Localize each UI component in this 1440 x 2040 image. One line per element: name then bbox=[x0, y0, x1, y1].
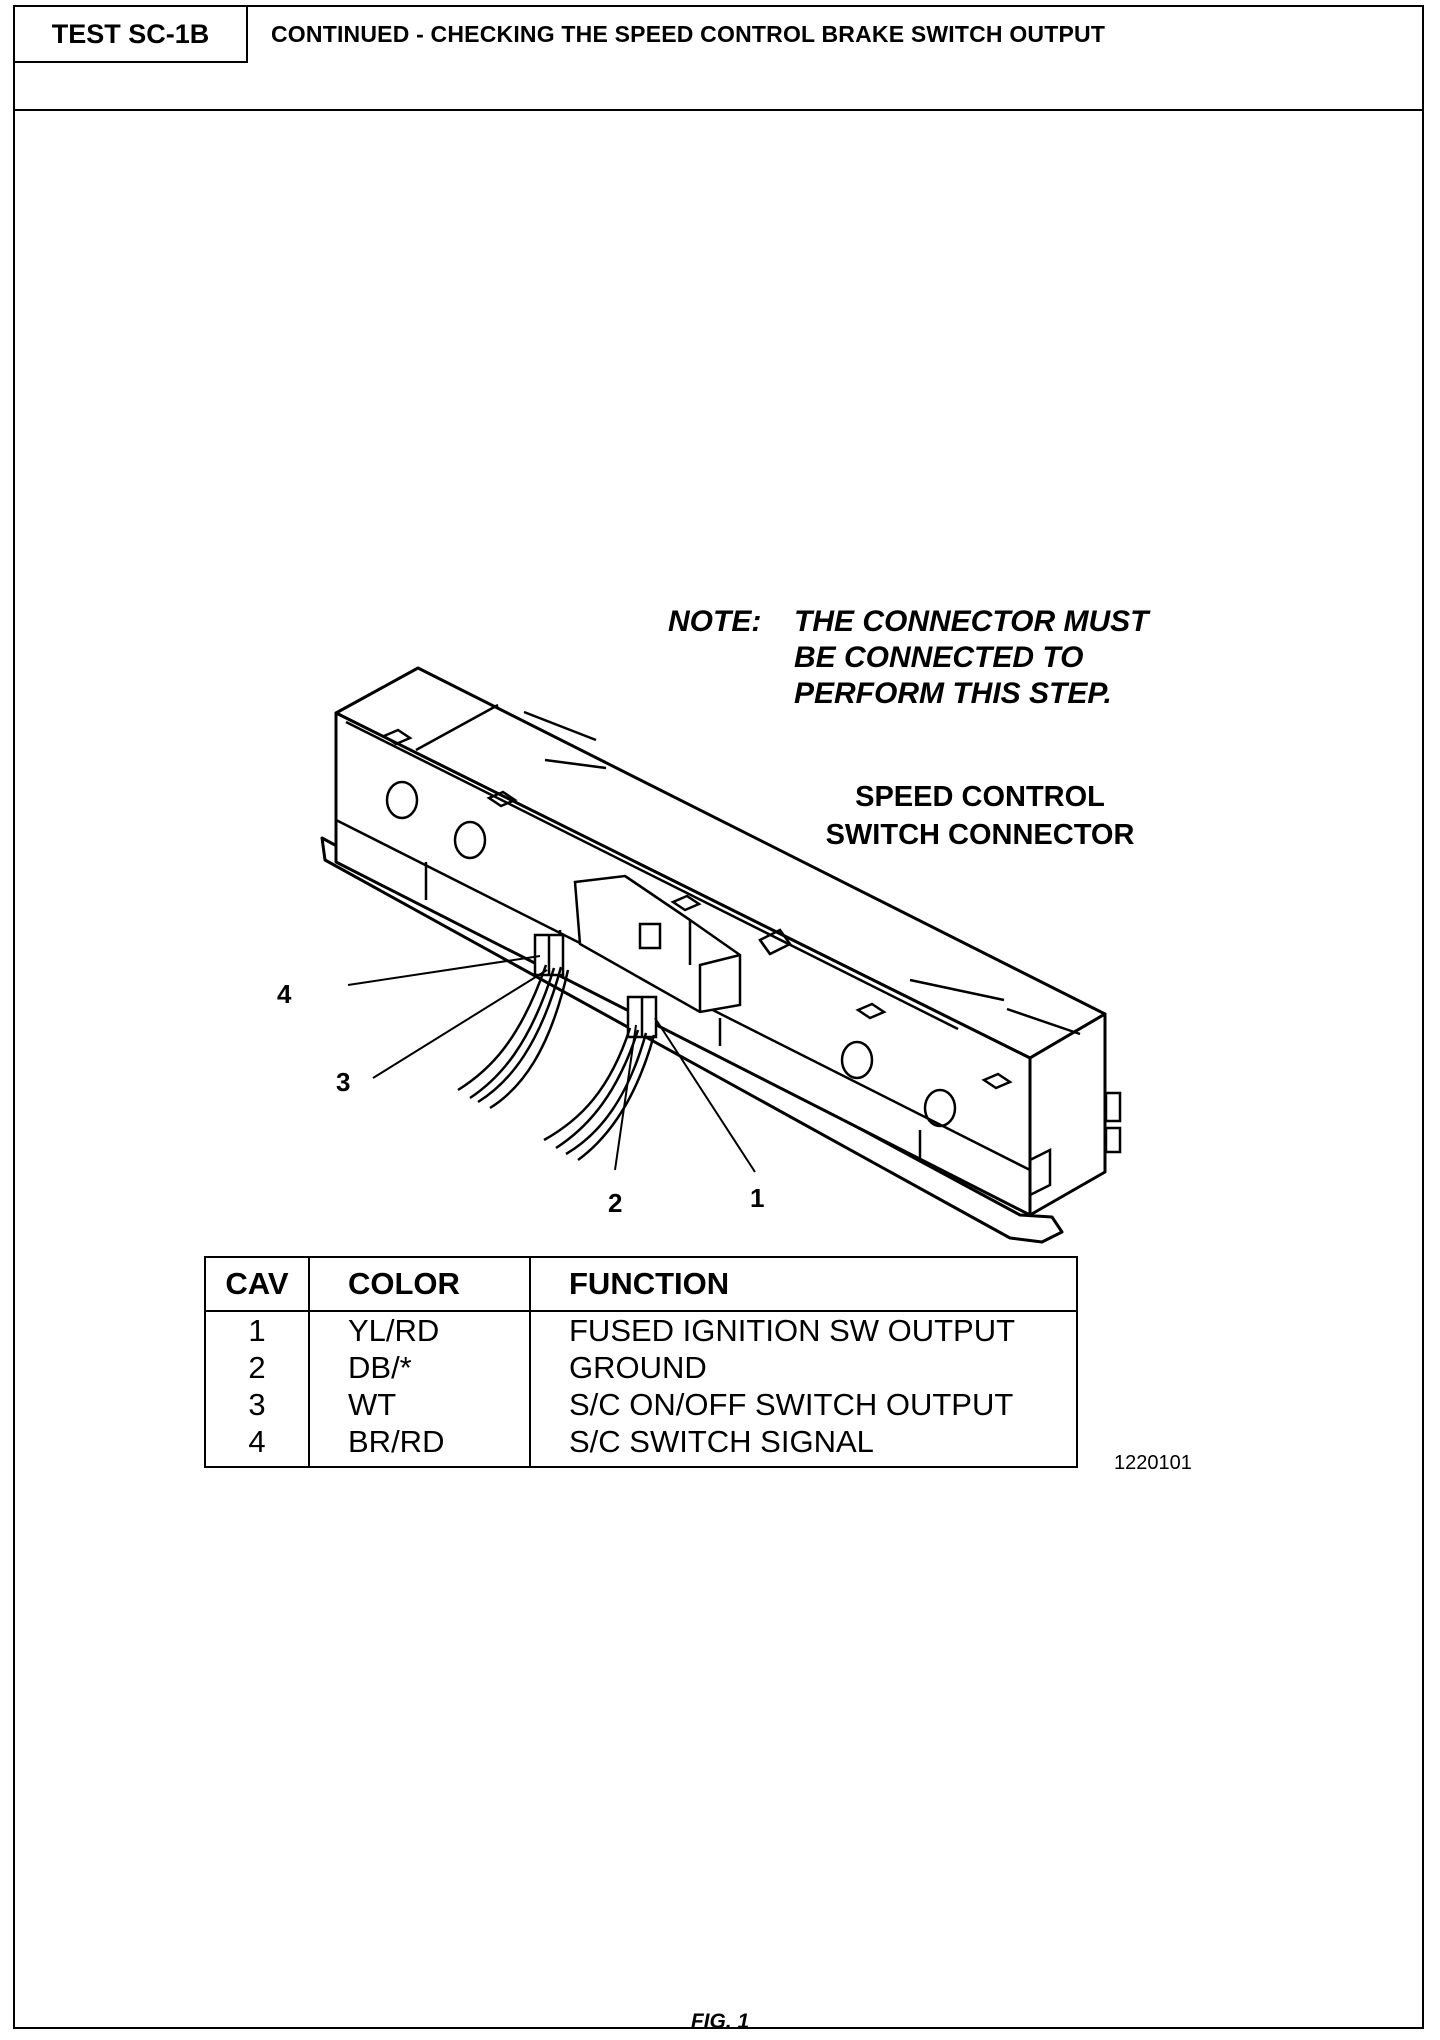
figure-code: 1220101 bbox=[1114, 1452, 1192, 1474]
cav-cell: 1 bbox=[205, 1311, 310, 1349]
function-cell: GROUND bbox=[569, 1350, 707, 1385]
table-row: 1 YL/RD FUSED IGNITION SW OUTPUT bbox=[205, 1311, 1077, 1349]
function-cell: FUSED IGNITION SW OUTPUT bbox=[569, 1313, 1016, 1348]
header-title: CONTINUED - CHECKING THE SPEED CONTROL B… bbox=[271, 21, 1106, 47]
col-header-cav: CAV bbox=[205, 1257, 310, 1312]
table-header-row: CAV COLOR FUNCTION bbox=[205, 1257, 1077, 1312]
table-row: 3 WT S/C ON/OFF SWITCH OUTPUT bbox=[205, 1386, 1077, 1423]
cav-cell: 2 bbox=[205, 1349, 310, 1386]
col-header-color: COLOR bbox=[309, 1257, 531, 1312]
col-header-function: FUNCTION bbox=[530, 1257, 1077, 1312]
pinout-table: CAV COLOR FUNCTION 1 YL/RD FUSED IGNITIO… bbox=[204, 1256, 1078, 1468]
note-text: THE CONNECTOR MUST BE CONNECTED TO PERFO… bbox=[794, 605, 1149, 710]
test-id-box: TEST SC-1B bbox=[15, 7, 248, 63]
table-row: 4 BR/RD S/C SWITCH SIGNAL bbox=[205, 1423, 1077, 1467]
callout-1: 1 bbox=[750, 1183, 765, 1213]
color-cell: WT bbox=[309, 1386, 531, 1423]
connector-label: SPEED CONTROL SWITCH CONNECTOR bbox=[825, 781, 1135, 851]
callout-2: 2 bbox=[608, 1188, 623, 1218]
page-frame: TEST SC-1B CONTINUED - CHECKING THE SPEE… bbox=[13, 5, 1424, 2029]
note-label: NOTE: bbox=[668, 605, 762, 638]
callout-3: 3 bbox=[336, 1067, 351, 1097]
cav-cell: 3 bbox=[205, 1386, 310, 1423]
callout-4: 4 bbox=[277, 979, 292, 1009]
function-cell: S/C SWITCH SIGNAL bbox=[569, 1424, 874, 1459]
color-cell: DB/* bbox=[309, 1349, 531, 1386]
cav-cell: 4 bbox=[205, 1423, 310, 1467]
table-row: 2 DB/* GROUND bbox=[205, 1349, 1077, 1386]
function-cell: S/C ON/OFF SWITCH OUTPUT bbox=[569, 1387, 1014, 1422]
color-cell: YL/RD bbox=[309, 1311, 531, 1349]
page-header: TEST SC-1B CONTINUED - CHECKING THE SPEE… bbox=[15, 7, 1422, 111]
figure-caption: FIG. 1 bbox=[690, 2010, 750, 2033]
color-cell: BR/RD bbox=[309, 1423, 531, 1467]
